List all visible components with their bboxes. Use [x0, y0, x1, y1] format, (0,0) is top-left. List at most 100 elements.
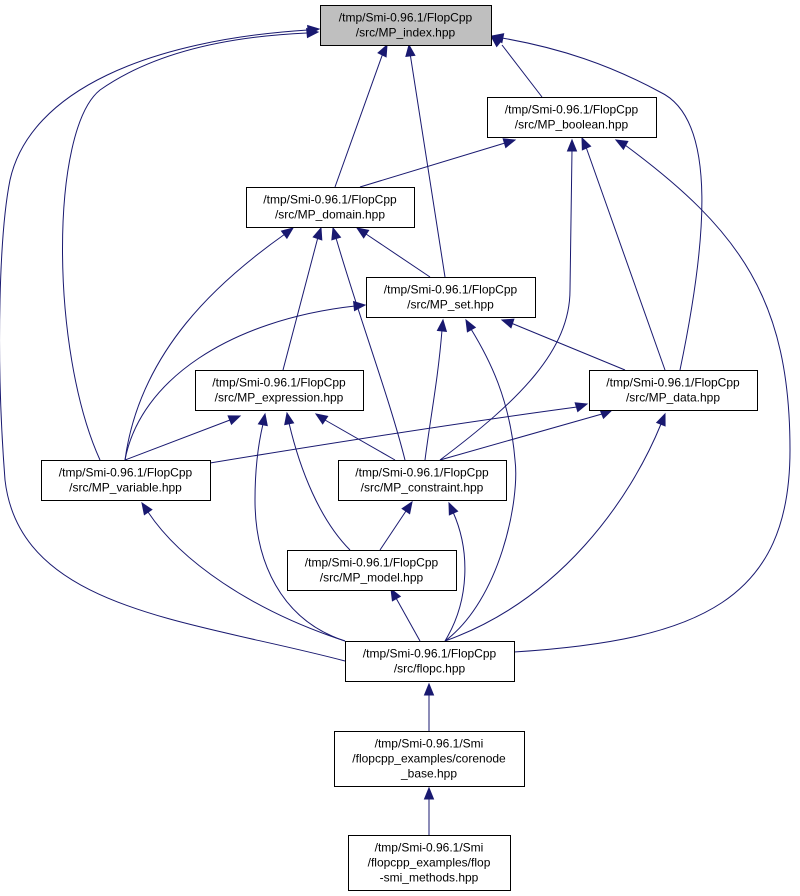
nodes-layer: /tmp/Smi-0.96.1/FlopCpp/src/MP_index.hpp… [41, 5, 758, 891]
node-label-line: /tmp/Smi-0.96.1/Smi [375, 841, 484, 855]
edge-mp_data-to-mp_index [490, 33, 703, 371]
edge-line [334, 52, 384, 188]
edge-line [254, 423, 346, 642]
edge-mp_expression-to-mp_domain [282, 226, 323, 371]
node-box[interactable] [589, 370, 758, 411]
node-box[interactable] [345, 641, 515, 682]
node-label-line: /tmp/Smi-0.96.1/Smi [375, 737, 484, 751]
edge-line [359, 142, 506, 188]
edge-line [501, 44, 543, 98]
edge-line [62, 32, 308, 461]
arrow-head-icon [307, 24, 321, 36]
node-label-line: /src/MP_expression.hpp [215, 391, 344, 405]
node-label-line: /tmp/Smi-0.96.1/FlopCpp [606, 376, 740, 390]
arrow-head-icon [401, 500, 413, 515]
arrow-head-icon [314, 413, 329, 425]
edge-line [444, 328, 517, 642]
arrow-head-icon [377, 43, 388, 58]
edge-mp_variable-to-mp_expression [124, 415, 242, 461]
edge-line [379, 510, 407, 551]
arrow-head-icon [405, 43, 416, 58]
arrow-head-icon [257, 412, 268, 427]
arrow-head-icon [312, 226, 323, 241]
node-mp-data[interactable]: /tmp/Smi-0.96.1/FlopCpp/src/MP_data.hpp [589, 370, 758, 411]
edge-flopc-to-mp_index [0, 24, 346, 662]
edge-mp_model-to-mp_expression [284, 411, 351, 551]
node-box[interactable] [348, 835, 511, 891]
node-mp-index[interactable]: /tmp/Smi-0.96.1/FlopCpp/src/MP_index.hpp [320, 5, 492, 46]
edge-mp_model-to-mp_constraint [379, 500, 413, 551]
arrow-head-icon [355, 227, 370, 239]
edge-line [124, 419, 231, 461]
node-label-line: /src/MP_data.hpp [626, 391, 720, 405]
edge-line [335, 237, 406, 461]
node-box[interactable] [338, 460, 507, 501]
edge-line [424, 329, 443, 461]
edge-flopc-to-mp_boolean [513, 139, 791, 653]
node-box[interactable] [41, 460, 211, 501]
node-box[interactable] [287, 550, 457, 591]
arrow-head-icon [227, 415, 242, 426]
node-mp-set[interactable]: /tmp/Smi-0.96.1/FlopCpp/src/MP_set.hpp [366, 277, 536, 318]
node-label-line: /tmp/Smi-0.96.1/FlopCpp [505, 103, 639, 117]
edge-flopc-to-mp_constraint [444, 501, 466, 642]
node-mp-constraint[interactable]: /tmp/Smi-0.96.1/FlopCpp/src/MP_constrain… [338, 460, 507, 501]
arrow-head-icon [614, 139, 629, 151]
arrow-head-icon [423, 682, 435, 696]
node-label-line: /tmp/Smi-0.96.1/FlopCpp [263, 193, 397, 207]
node-label-line: /flopcpp_examples/corenode [352, 752, 506, 766]
edge-mp_constraint-to-mp_domain [331, 226, 406, 461]
edge-line [288, 422, 351, 551]
arrow-head-icon [500, 318, 515, 329]
edge-mp_domain-to-mp_boolean [359, 138, 517, 188]
arrow-head-icon [574, 402, 589, 413]
node-label-line: /src/MP_boolean.hpp [515, 118, 629, 132]
node-box[interactable] [334, 731, 525, 787]
edge-line [124, 233, 286, 461]
edge-line [395, 597, 421, 642]
node-flopc[interactable]: /tmp/Smi-0.96.1/FlopCpp/src/flopc.hpp [345, 641, 515, 682]
node-box[interactable] [487, 97, 657, 138]
node-mp-variable[interactable]: /tmp/Smi-0.96.1/FlopCpp/src/MP_variable.… [41, 460, 211, 501]
edge-line [147, 511, 346, 642]
node-label-line: /src/flopc.hpp [394, 662, 466, 676]
node-label-line: /src/MP_index.hpp [356, 26, 456, 40]
node-label-line: /src/MP_set.hpp [407, 298, 494, 312]
arrow-head-icon [331, 226, 342, 241]
edge-mp_constraint-to-mp_set [424, 318, 448, 461]
node-mp-model[interactable]: /tmp/Smi-0.96.1/FlopCpp/src/MP_model.hpp [287, 550, 457, 591]
arrow-head-icon [390, 587, 402, 602]
edge-line [439, 413, 603, 461]
node-box[interactable] [246, 187, 415, 228]
node-mp-boolean[interactable]: /tmp/Smi-0.96.1/FlopCpp/src/MP_boolean.h… [487, 97, 657, 138]
node-box[interactable] [320, 5, 492, 46]
edge-flopc-to-mp_model [390, 587, 421, 642]
edge-mp_boolean-to-mp_index [489, 35, 543, 98]
edge-line [444, 423, 662, 642]
arrow-head-icon [353, 300, 367, 312]
edge-corenode_base-to-flopc [423, 682, 435, 731]
edge-line [0, 29, 346, 662]
node-corenode-base[interactable]: /tmp/Smi-0.96.1/Smi/flopcpp_examples/cor… [334, 731, 525, 787]
edge-line [365, 233, 431, 278]
node-label-line: /src/MP_variable.hpp [69, 481, 182, 495]
edge-line [282, 236, 319, 371]
arrow-head-icon [141, 501, 153, 516]
node-mp-expression[interactable]: /tmp/Smi-0.96.1/FlopCpp/src/MP_expressio… [195, 370, 364, 411]
arrow-head-icon [655, 412, 666, 427]
edge-line [444, 511, 466, 642]
node-box[interactable] [366, 277, 536, 318]
node-label-line: _base.hpp [400, 767, 457, 781]
edge-line [324, 419, 396, 461]
node-label-line: /tmp/Smi-0.96.1/FlopCpp [59, 466, 193, 480]
arrow-head-icon [502, 138, 517, 149]
edge-flop_smi_methods-to-corenode_base [423, 786, 435, 835]
node-flop-smi-methods[interactable]: /tmp/Smi-0.96.1/Smi/flopcpp_examples/flo… [348, 835, 511, 891]
edge-mp_constraint-to-mp_expression [314, 413, 396, 461]
arrow-head-icon [284, 411, 295, 426]
node-label-line: -smi_methods.hpp [380, 871, 479, 885]
arrow-head-icon [566, 138, 578, 152]
node-mp-domain[interactable]: /tmp/Smi-0.96.1/FlopCpp/src/MP_domain.hp… [246, 187, 415, 228]
node-box[interactable] [195, 370, 364, 411]
edge-mp_data-to-mp_boolean [581, 136, 666, 371]
